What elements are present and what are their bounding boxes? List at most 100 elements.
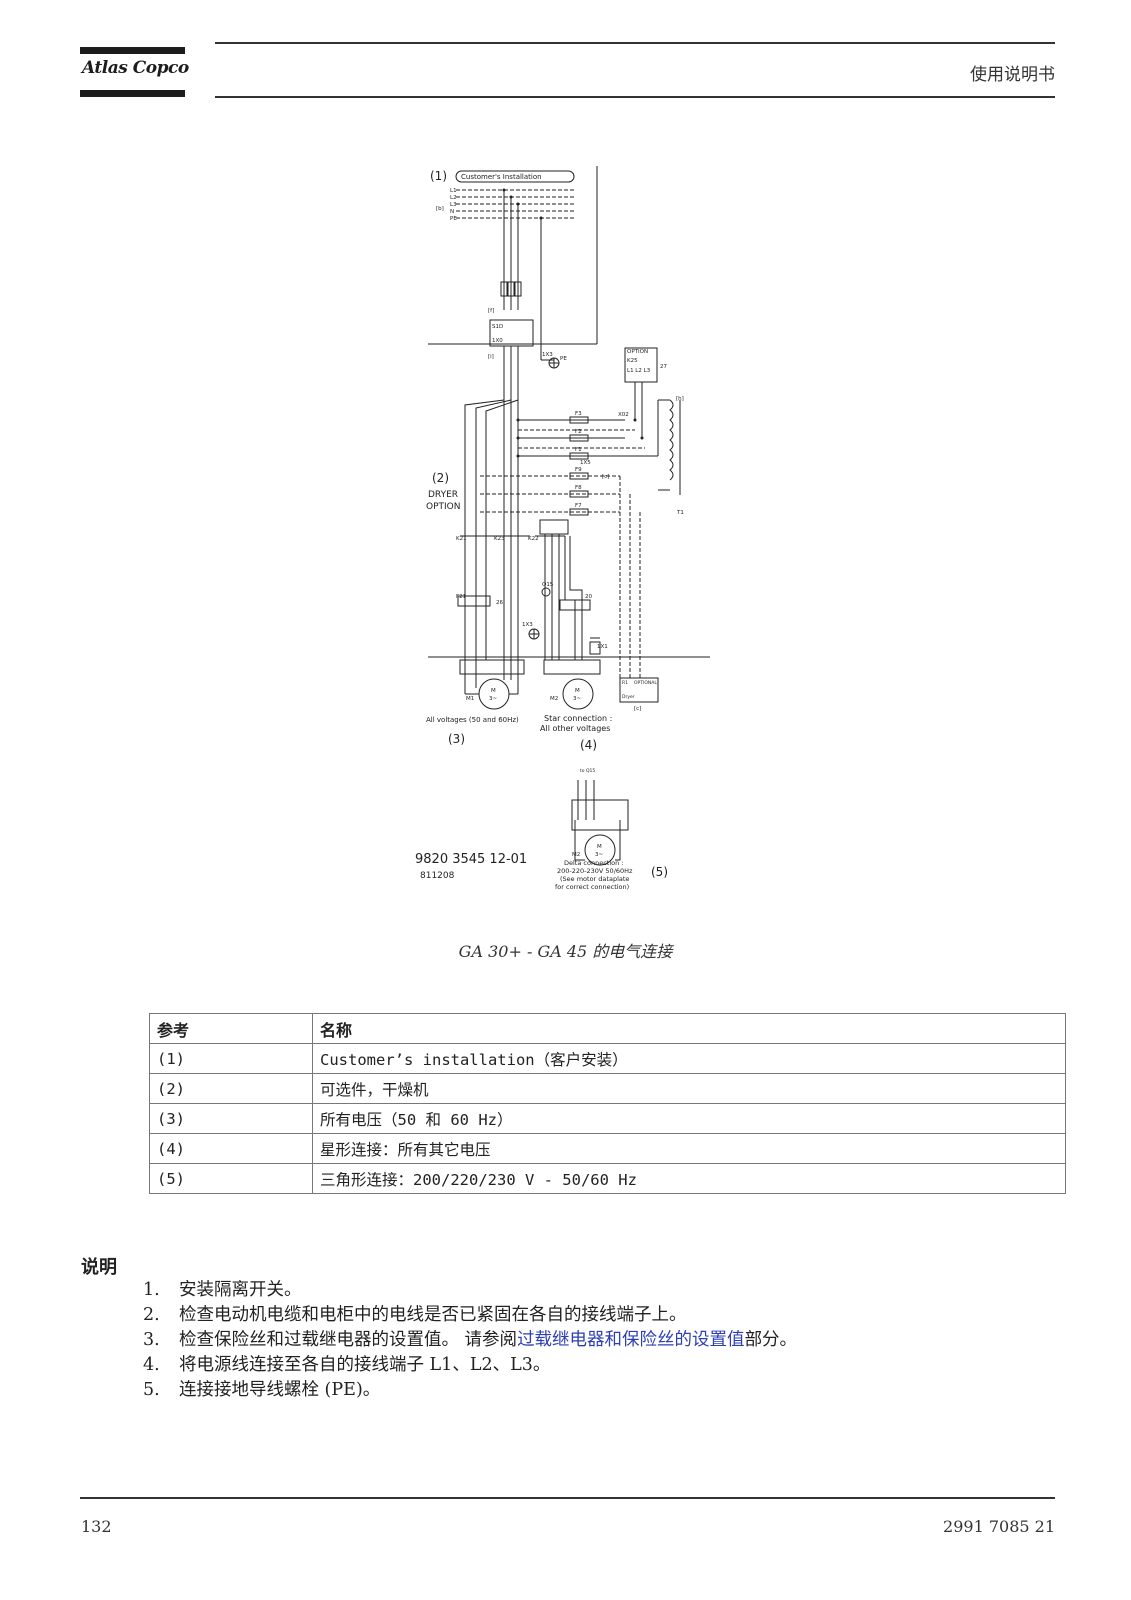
diagram-motor2-name: M2: [550, 696, 558, 702]
diagram-label-n: N: [450, 209, 454, 215]
figure-caption: GA 30+ - GA 45 的电气连接: [458, 942, 673, 961]
list-item-number: 5.: [143, 1380, 160, 1400]
page-number: 132: [81, 1517, 112, 1536]
diagram-label-dryer: DRYER: [428, 490, 458, 500]
atlas-copco-logo: Atlas Copco: [80, 47, 189, 99]
table-cell-ref: (4): [149, 1133, 313, 1164]
diagram-motor2-m: M: [575, 688, 580, 694]
diagram-label-f7: F7: [575, 503, 582, 509]
reference-table: 参考 名称 (1) Customer’s installation（客户安装） …: [149, 1013, 1066, 1194]
diagram-label-s1d: S1D: [492, 324, 503, 330]
diagram-all-voltages: All voltages (50 and 60Hz): [426, 716, 519, 724]
settings-link[interactable]: 过载继电器和保险丝的设置值: [517, 1330, 745, 1350]
diagram-label-f3: F3: [575, 411, 582, 417]
list-item-number: 3.: [143, 1330, 160, 1350]
document-number: 2991 7085 21: [943, 1517, 1055, 1536]
diagram-label-f1: F1: [575, 447, 582, 453]
diagram-star-connection: Star connection :: [544, 714, 612, 723]
diagram-motor1-name: M1: [466, 696, 474, 702]
diagram-label-k25: K25: [627, 358, 638, 364]
diagram-label-r1: R1: [622, 680, 628, 686]
list-item-text: 将电源线连接至各自的接线端子 L1、L2、L3。: [179, 1355, 551, 1375]
diagram-label-k21: K21: [456, 536, 467, 542]
list-item-number: 4.: [143, 1355, 160, 1375]
document-title: 使用说明书: [970, 65, 1055, 85]
logo-bottom-bar: [80, 90, 185, 97]
list-item: 2. 检查电动机电缆和电柜中的电线是否已紧固在各自的接线端子上。: [143, 1303, 797, 1328]
diagram-label-f: [f]: [488, 308, 494, 314]
diagram-label-dryer-option: OPTION: [426, 502, 460, 512]
diagram-label-dryer-motor: Dryer: [622, 694, 635, 700]
diagram-label-f9: F9: [575, 467, 582, 473]
diagram-motor3-phase: 3~: [595, 852, 603, 858]
wiring-diagram: (1) Customer's Installation L1 L2 L3 N P…: [415, 166, 710, 891]
logo-wordmark: Atlas Copco: [82, 58, 189, 78]
list-item-number: 2.: [143, 1305, 160, 1325]
diagram-customer-installation: Customer's Installation: [461, 173, 542, 181]
diagram-label-t1: T1: [676, 510, 684, 516]
diagram-delta-connection: Delta connection :: [564, 859, 623, 867]
diagram-label-l2: L2: [450, 195, 457, 201]
diagram-label-f21: F21: [456, 594, 466, 600]
diagram-label-b: [b]: [436, 206, 444, 212]
diagram-label-1x3b: 1X3: [522, 622, 533, 628]
table-cell-ref: (5): [149, 1163, 313, 1194]
diagram-label-f8: F8: [575, 485, 582, 491]
logo-top-bar: [80, 47, 185, 54]
diagram-label-pe2: PE: [560, 356, 567, 362]
diagram-ref-5: (5): [651, 865, 668, 879]
table-row: (2) 可选件，干燥机: [149, 1073, 1066, 1104]
diagram-label-pe: PE: [450, 216, 457, 222]
list-item-number: 1.: [143, 1280, 160, 1300]
list-item: 4. 将电源线连接至各自的接线端子 L1、L2、L3。: [143, 1353, 797, 1378]
diagram-ref-2: (2): [432, 471, 449, 485]
diagram-to-q15: to Q15: [580, 768, 595, 774]
diagram-motor2-phase: 3~: [573, 696, 581, 702]
table-cell-name: 星形连接：所有其它电压: [312, 1133, 1066, 1164]
diagram-label-x02: X02: [618, 412, 629, 418]
diagram-label-l3: L3: [450, 202, 457, 208]
diagram-label-k22: K22: [528, 536, 539, 542]
diagram-label-1x5: 1X5: [580, 460, 591, 466]
diagram-all-other-voltages: All other voltages: [540, 724, 610, 733]
diagram-drawing-number: 9820 3545 12-01: [415, 852, 527, 867]
diagram-label-26: 26: [496, 600, 503, 606]
table-header-ref: 参考: [149, 1013, 313, 1044]
diagram-delta-note2: for correct connection): [555, 883, 629, 891]
list-item-text: 检查电动机电缆和电柜中的电线是否已紧固在各自的接线端子上。: [179, 1305, 687, 1325]
diagram-label-l1l2l3: L1 L2 L3: [627, 368, 651, 374]
list-item: 1.安装隔离开关。: [143, 1278, 797, 1303]
table-cell-name: 所有电压（50 和 60 Hz）: [312, 1103, 1066, 1134]
table-row: (1) Customer’s installation（客户安装）: [149, 1043, 1066, 1074]
diagram-label-option: OPTION: [627, 349, 648, 355]
diagram-label-1x0: 1X0: [492, 338, 503, 344]
header-top-rule: [215, 42, 1055, 44]
diagram-label-optional: OPTIONAL: [634, 680, 657, 686]
table-row: (3) 所有电压（50 和 60 Hz）: [149, 1103, 1066, 1134]
diagram-delta-voltage: 200-220-230V 50/60Hz: [557, 867, 633, 875]
diagram-motor3-name: M2: [572, 852, 580, 858]
diagram-motor1-m: M: [491, 688, 496, 694]
list-item-text: 连接接地导线螺栓 (PE)。: [179, 1380, 381, 1400]
diagram-ref-3: (3): [448, 732, 465, 746]
table-row: (5) 三角形连接：200/220/230 V - 50/60 Hz: [149, 1163, 1066, 1194]
diagram-label-27: 27: [660, 364, 667, 370]
diagram-delta-note1: (See motor dataplate: [560, 875, 629, 883]
diagram-label-20: 20: [585, 594, 592, 600]
diagram-drawing-date: 811208: [420, 871, 455, 881]
table-cell-ref: (2): [149, 1073, 313, 1104]
table-cell-name: Customer’s installation（客户安装）: [312, 1043, 1066, 1074]
diagram-label-i: [i]: [488, 354, 494, 360]
diagram-label-c: [c]: [602, 474, 609, 480]
diagram-label-h: [h]: [676, 396, 684, 402]
diagram-label-1x3: 1X3: [542, 352, 553, 358]
footer-rule: [80, 1497, 1055, 1499]
list-item: 3.检查保险丝和过载继电器的设置值。 请参阅过载继电器和保险丝的设置值部分。: [143, 1328, 797, 1353]
diagram-ref-4: (4): [580, 738, 597, 752]
diagram-label-l1: L1: [450, 188, 457, 194]
table-cell-name: 三角形连接：200/220/230 V - 50/60 Hz: [312, 1163, 1066, 1194]
list-item: 5. 连接接地导线螺栓 (PE)。: [143, 1378, 797, 1403]
table-header-row: 参考 名称: [149, 1013, 1066, 1044]
diagram-label-c2: [c]: [634, 706, 641, 712]
diagram-label-1x1: 1X1: [597, 644, 608, 650]
